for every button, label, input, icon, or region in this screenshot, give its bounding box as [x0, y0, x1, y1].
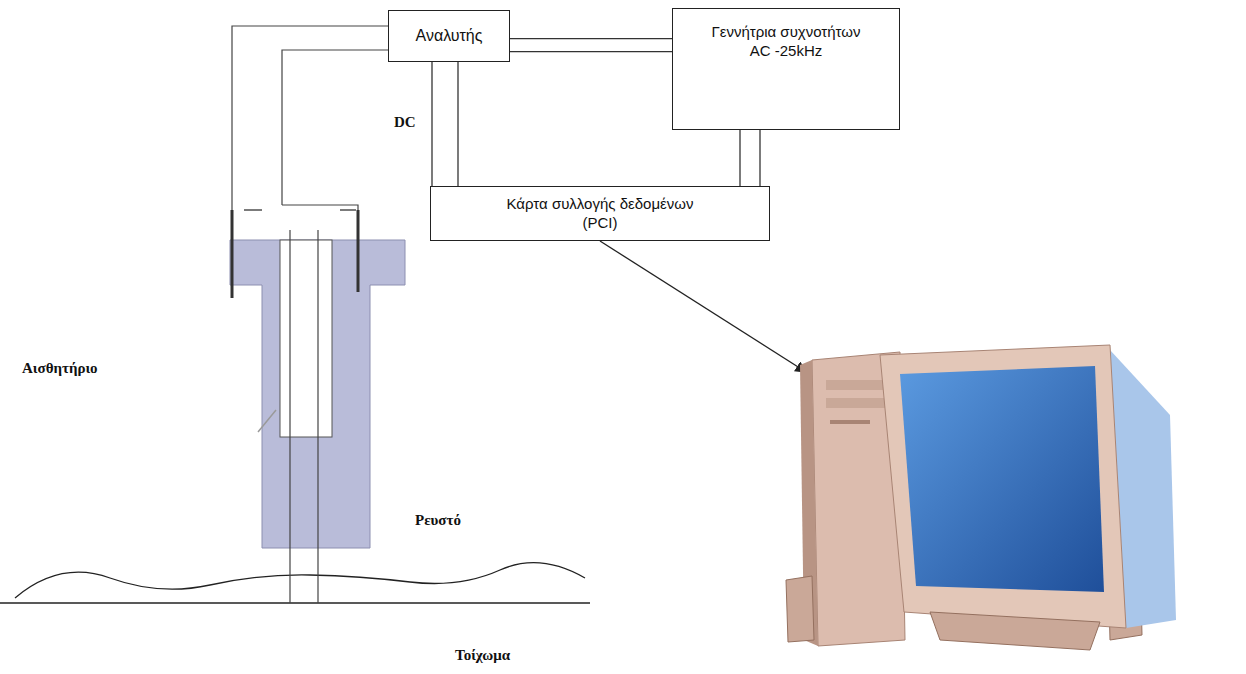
box-text: Αναλυτής [416, 26, 483, 46]
generator-box: Γεννήτρια συχνοτήτων AC -25kHz [672, 8, 900, 130]
computer-icon [786, 345, 1176, 650]
connector-line [759, 130, 760, 186]
sensor-label: Αισθητήριο [22, 360, 98, 377]
electrode [232, 210, 358, 298]
signal-label: DC [392, 114, 418, 131]
signal-connector [740, 130, 760, 186]
fluid-label: Ρευστό [415, 512, 461, 529]
data-arrow [600, 241, 806, 372]
connector-line [510, 38, 672, 39]
connector-line [739, 130, 740, 186]
signal-connector [510, 39, 672, 52]
connector-line [431, 62, 432, 186]
fluid-surface [15, 563, 585, 598]
wall-label: Τοίχωμα [455, 647, 510, 664]
box-text: Γεννήτρια συχνοτήτων AC -25kHz [702, 23, 870, 61]
box-text: Κάρτα συλλογής δεδομένων (PCI) [490, 195, 710, 233]
connector-line [457, 62, 458, 186]
analyzer-box: Αναλυτής [388, 10, 510, 62]
sensor-wire [232, 26, 388, 210]
connector-line [510, 51, 672, 52]
daq-card-box: Κάρτα συλλογής δεδομένων (PCI) [430, 186, 770, 241]
signal-connector [432, 62, 458, 186]
wall-line [0, 602, 590, 604]
sensor-body [230, 230, 405, 603]
